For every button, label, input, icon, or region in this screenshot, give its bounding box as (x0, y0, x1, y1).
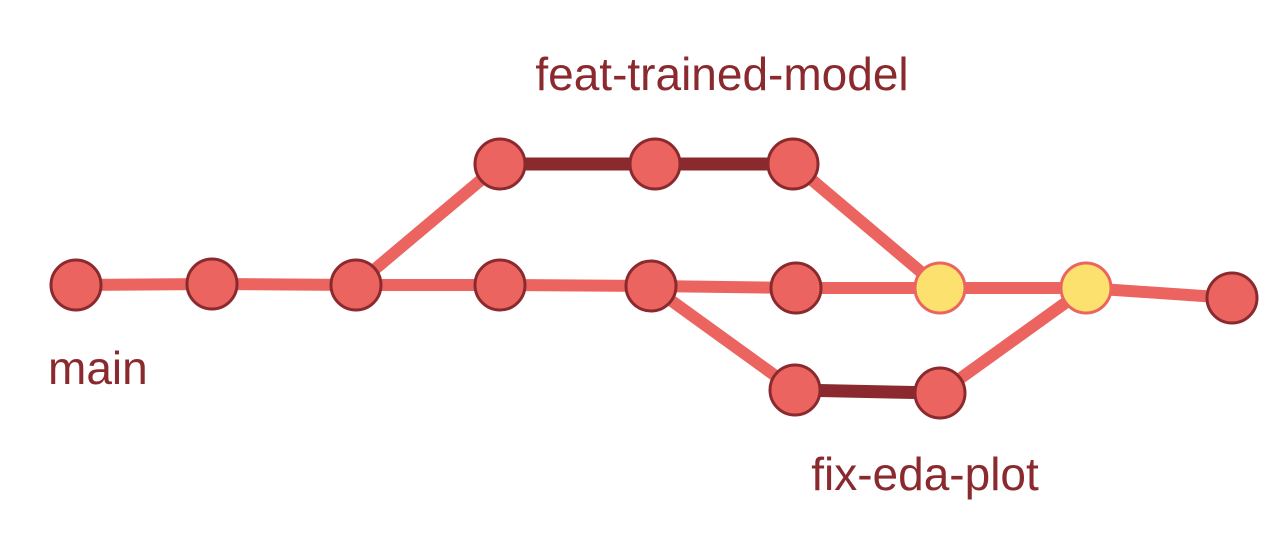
commit-node-x2 (913, 366, 967, 420)
edge-x2-merge2 (934, 282, 1092, 399)
commit-node-m6 (769, 261, 823, 315)
edge-m5-x1 (645, 280, 801, 396)
commit-node-m4 (473, 258, 527, 312)
commit-node-m2 (185, 257, 239, 311)
branch-label-feature: feat-trained-model (535, 48, 908, 100)
branch-label-fix: fix-eda-plot (811, 448, 1039, 500)
commit-node-f3 (766, 137, 820, 191)
merge-commit-node-merge2 (1059, 261, 1113, 315)
merge-commit-node-merge1 (913, 261, 967, 315)
commit-node-m7 (1205, 271, 1259, 325)
commit-node-m3 (329, 258, 383, 312)
commit-node-m5 (624, 259, 678, 313)
commits-layer (49, 137, 1259, 420)
edge-m3-f1 (350, 158, 506, 291)
commit-node-x1 (768, 363, 822, 417)
edge-f3-merge1 (787, 158, 946, 294)
commit-node-f2 (628, 137, 682, 191)
commit-node-f1 (473, 137, 527, 191)
commit-node-m1 (49, 258, 103, 312)
branch-label-main: main (48, 342, 148, 394)
